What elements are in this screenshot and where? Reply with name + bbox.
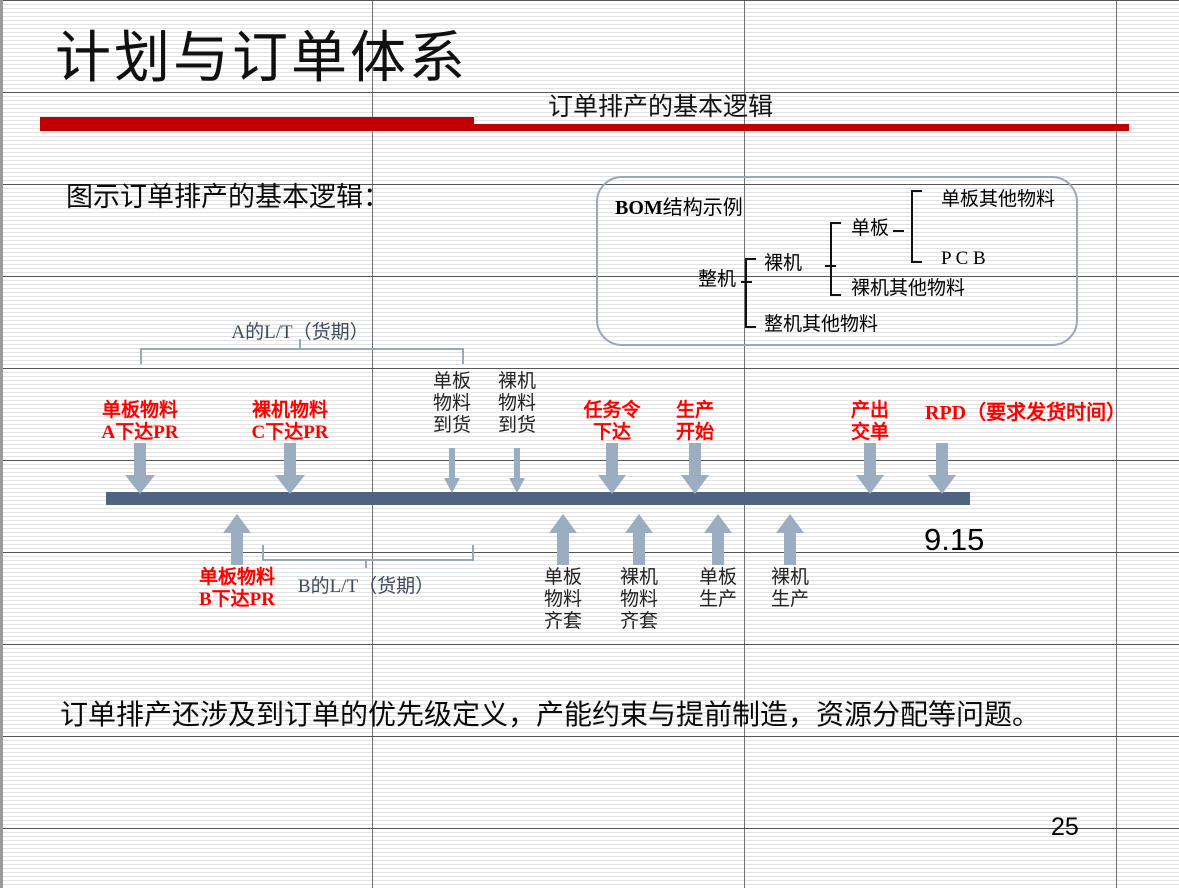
timeline-label-board-material-arrival: 单板 物料 到货	[427, 371, 477, 437]
lt-bracket-a	[140, 348, 464, 364]
left-margin-rule	[0, 0, 3, 888]
timeline-label-board-material-kitting: 单板 物料 齐套	[538, 567, 588, 633]
timeline-label-board-production: 单板 生产	[693, 567, 743, 611]
label-line-1: 裸机	[770, 567, 809, 588]
label-line-2: 下达	[592, 422, 631, 443]
label-line-1: 裸机	[497, 371, 536, 392]
timeline-label-bare-material-arrival: 裸机 物料 到货	[492, 371, 542, 437]
timeline-label-output-delivery: 产出 交单	[840, 400, 900, 444]
lt-bracket-b	[262, 545, 474, 561]
summary-text: 订单排产还涉及到订单的优先级定义，产能约束与提前制造，资源分配等问题。	[60, 700, 1041, 731]
bom-node-level3-b: 裸机其他物料	[851, 278, 966, 299]
label-line-3: 齐套	[619, 611, 658, 632]
timeline-label-bare-production: 裸机 生产	[765, 567, 815, 611]
timeline-label-bare-material-kitting: 裸机 物料 齐套	[614, 567, 664, 633]
label-line-2: 物料	[432, 393, 471, 414]
bom-node-level4-a: 单板其他物料	[941, 189, 1056, 210]
bom-stub-level3a	[893, 230, 904, 232]
label-line-2: 交单	[850, 422, 889, 443]
bom-node-level2-a: 裸机	[764, 253, 803, 274]
label-line-1: 生产	[675, 400, 714, 421]
page-title: 计划与订单体系	[55, 28, 468, 90]
label-line-1: 单板物料	[198, 567, 275, 588]
label-line-1: 单板物料	[101, 400, 178, 421]
label-line-3: 到货	[432, 415, 471, 436]
timeline-label-production-start: 生产 开始	[665, 400, 725, 444]
bom-title-bold: BOM	[615, 197, 663, 219]
bom-bracket-level3	[830, 222, 841, 296]
timeline-label-board-material-b-pr: 单板物料 B下达PR	[182, 567, 292, 611]
timeline-label-board-material-a-pr: 单板物料 A下达PR	[90, 400, 190, 444]
timeline-arrow-up-board-material-b-pr	[222, 513, 252, 565]
label-line-1: 裸机物料	[251, 400, 328, 421]
page-number: 25	[1051, 813, 1079, 841]
page-subtitle: 订单排产的基本逻辑	[548, 94, 774, 121]
timeline-arrow-down-board-material-a-pr	[124, 443, 156, 495]
bom-bracket-level2	[745, 258, 756, 328]
lt-bracket-a-notch	[299, 339, 301, 348]
label-line-2: A下达PR	[101, 422, 179, 443]
lt-label-b: B的L/T（货期）	[297, 576, 435, 597]
bom-structure-box	[596, 176, 1078, 346]
label-line-3: 齐套	[543, 611, 582, 632]
bom-bracket-level4	[911, 190, 922, 263]
label-line-1: 单板	[543, 567, 582, 588]
label-line-2: 生产	[698, 589, 737, 610]
lt-label-a: A的L/T（货期）	[231, 322, 369, 343]
timeline-label-bare-material-c-pr: 裸机物料 C下达PR	[240, 400, 340, 444]
timeline-arrow-down-work-order-release	[597, 443, 627, 495]
timeline-arrow-down-output-delivery	[855, 443, 885, 495]
label-line-3: 到货	[497, 415, 536, 436]
header-accent-bar-thick	[40, 117, 474, 131]
label-line-1: 产出	[850, 400, 889, 421]
bom-title-rest: 结构示例	[662, 197, 743, 219]
label-line-2: 物料	[619, 589, 658, 610]
bom-node-root: 整机	[698, 269, 737, 290]
timeline-axis-bar	[106, 492, 970, 505]
timeline-label-work-order-release: 任务令 下达	[572, 400, 652, 444]
timeline-arrow-up-bare-material-kitting	[624, 513, 654, 565]
timeline-arrow-down-bare-material-c-pr	[274, 443, 306, 495]
timeline-arrow-down-rpd	[927, 443, 957, 495]
label-line-2: 开始	[675, 422, 714, 443]
timeline-arrow-up-bare-production	[775, 513, 805, 565]
label-line-1: 单板	[698, 567, 737, 588]
label-line-2: 生产	[770, 589, 809, 610]
bom-node-level2-b: 整机其他物料	[764, 314, 879, 335]
bom-box-title: BOM结构示例	[615, 196, 743, 220]
timeline-arrow-up-board-material-kitting	[548, 513, 578, 565]
bom-node-level4-b: P C B	[941, 248, 986, 269]
lead-in-text: 图示订单排产的基本逻辑：	[66, 182, 390, 212]
label-line-2: B下达PR	[198, 589, 275, 610]
label-line-2: C下达PR	[251, 422, 329, 443]
lt-bracket-b-notch	[365, 559, 367, 568]
timeline-arrow-up-board-production	[703, 513, 733, 565]
label-line-1: 任务令	[583, 400, 641, 421]
header-accent-bar-thin	[474, 124, 1129, 131]
timeline-arrow-down-board-material-arrival	[443, 448, 461, 494]
timeline-arrow-down-bare-material-arrival	[508, 448, 526, 494]
timeline-label-rpd: RPD（要求发货时间）	[925, 402, 1127, 424]
timeline-date-label: 9.15	[924, 522, 985, 557]
timeline-arrow-down-production-start	[680, 443, 710, 495]
label-line-1: 裸机	[619, 567, 658, 588]
label-line-2: 物料	[543, 589, 582, 610]
bom-node-level3-a: 单板	[851, 218, 890, 239]
label-line-1: 单板	[432, 371, 471, 392]
label-line-2: 物料	[497, 393, 536, 414]
